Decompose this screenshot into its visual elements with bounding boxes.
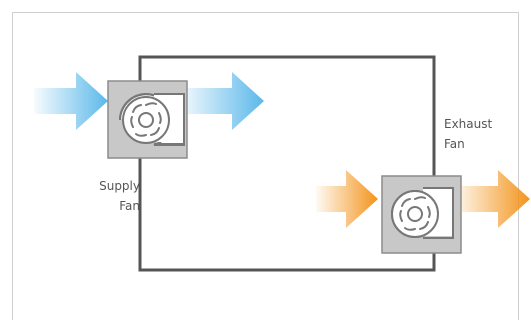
exhaust-fan bbox=[381, 175, 462, 254]
exhaust-fan-label: Exhaust Fan bbox=[444, 114, 492, 154]
centrifugal-fan-icon bbox=[119, 93, 185, 146]
supply-outlet-arrow bbox=[188, 72, 264, 130]
supply-fan-label-line2: Fan bbox=[119, 199, 140, 213]
exhaust-intake-arrow bbox=[316, 170, 378, 228]
centrifugal-fan-icon bbox=[391, 187, 454, 239]
supply-fan-label: Supply Fan bbox=[78, 176, 140, 216]
supply-fan bbox=[107, 80, 188, 159]
supply-fan-label-line1: Supply bbox=[99, 179, 140, 193]
exhaust-fan-label-line1: Exhaust bbox=[444, 117, 493, 131]
exhaust-outlet-arrow bbox=[462, 170, 530, 228]
exhaust-fan-label-line2: Fan bbox=[444, 137, 465, 151]
supply-intake-arrow bbox=[34, 72, 108, 130]
room-outline bbox=[138, 55, 436, 272]
